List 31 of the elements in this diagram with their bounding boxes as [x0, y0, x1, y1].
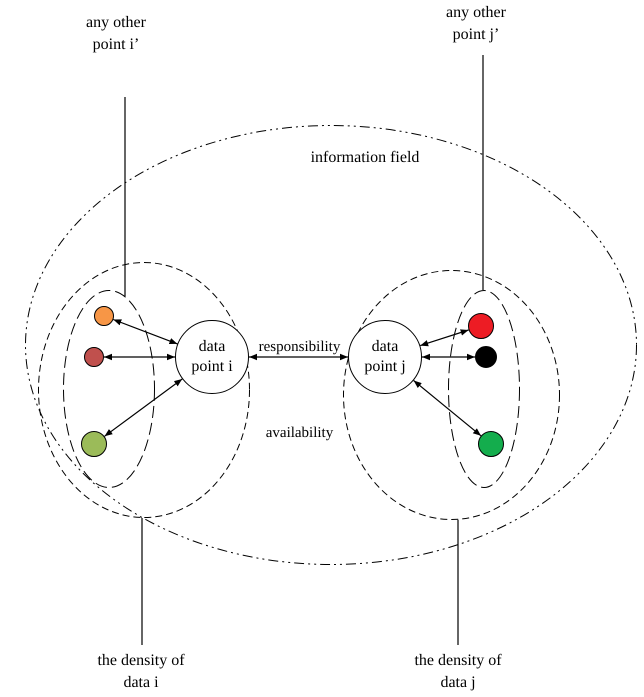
neighbor-group-ellipse — [63, 290, 155, 488]
node-dot — [468, 313, 494, 339]
neighbor-group-ellipse — [448, 290, 520, 488]
node-dot — [478, 431, 504, 457]
density-ellipse — [38, 262, 250, 518]
double-arrow — [420, 329, 469, 346]
double-arrow — [104, 378, 183, 437]
double-arrow — [113, 318, 178, 344]
data-point-circle: data point j — [348, 320, 422, 394]
callout-text: the density of data i — [95, 650, 187, 696]
double-arrow — [413, 380, 482, 436]
leader-line — [124, 97, 126, 296]
callout-text: the density of data j — [412, 650, 504, 696]
callout-text: any other point j’ — [435, 2, 517, 48]
callout-text: any other point i’ — [75, 12, 157, 58]
density-ellipse — [343, 270, 560, 520]
data-point-circle: data point i — [175, 320, 249, 394]
information-field-ellipse — [25, 125, 637, 565]
leader-line — [141, 518, 143, 645]
double-arrow — [422, 354, 475, 360]
double-arrow — [104, 354, 175, 360]
node-dot — [81, 431, 107, 457]
leader-line — [457, 520, 459, 645]
annotation-text: availability — [264, 424, 334, 442]
double-arrow — [249, 354, 348, 360]
node-dot — [475, 346, 497, 368]
node-dot — [94, 306, 114, 326]
annotation-text: responsibility — [258, 338, 342, 356]
node-dot — [84, 347, 104, 367]
leader-line — [482, 55, 484, 290]
field-label: information field — [310, 148, 420, 168]
